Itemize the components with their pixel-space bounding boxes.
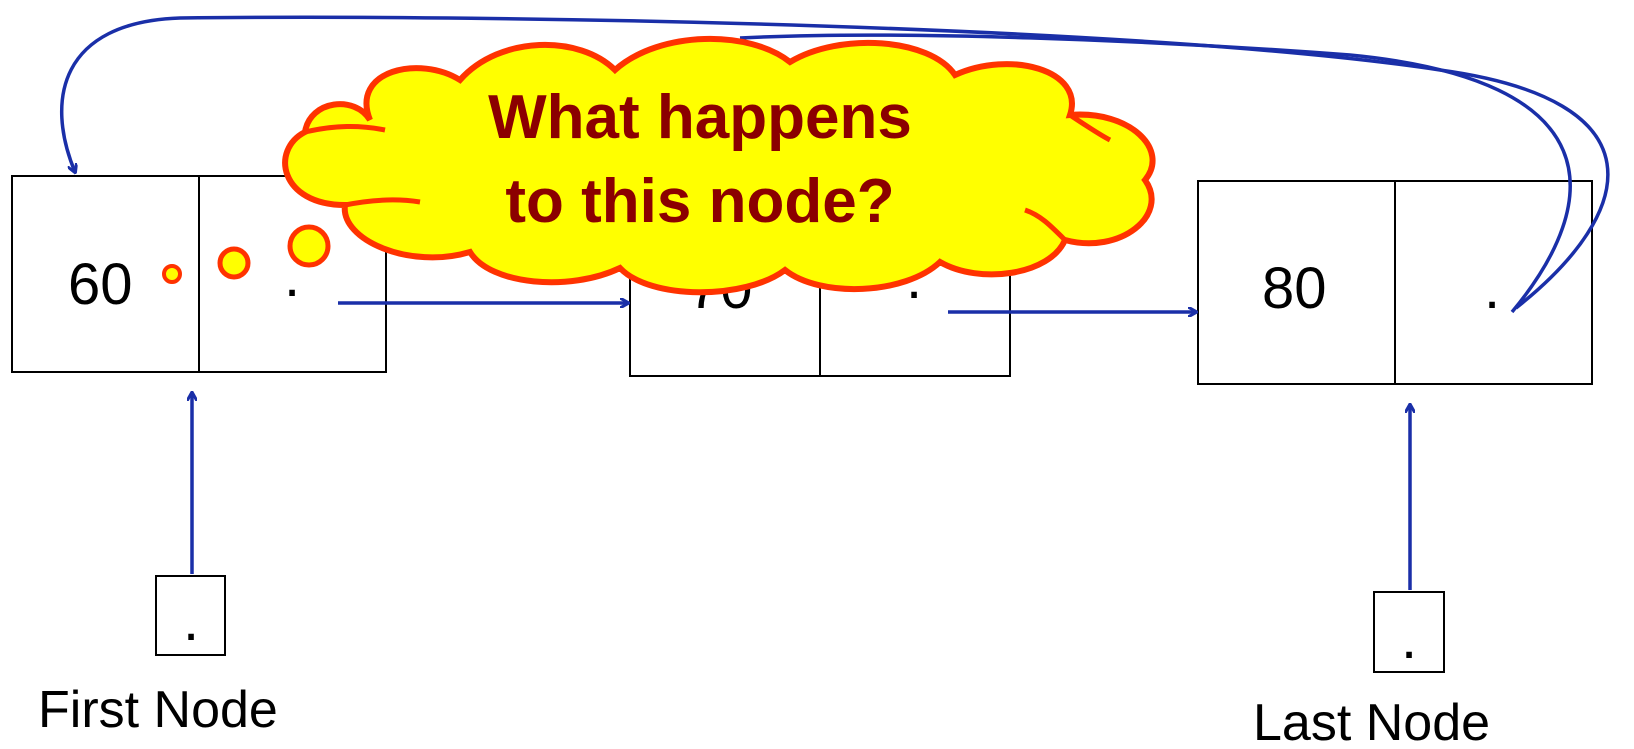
last-node-label: Last Node: [1253, 694, 1490, 749]
thought-bubble-dots: [162, 224, 331, 284]
thought-dot-large: [287, 224, 331, 268]
first-pointer: . First Node: [38, 575, 278, 739]
thought-bubble-crease-2: [344, 197, 421, 208]
last-pointer-box: [1373, 591, 1445, 673]
first-pointer-box: [155, 575, 226, 656]
first-pointer-value: .: [183, 588, 199, 653]
node-1-value: 60: [68, 252, 133, 317]
thought-bubble: What happens to this node?: [282, 35, 1156, 296]
node-3-pointer-cell: [1394, 180, 1593, 385]
first-node-label: First Node: [38, 681, 278, 739]
node-3-pointer: .: [1484, 256, 1500, 321]
thought-bubble-crease-1: [304, 124, 386, 135]
thought-bubble-crease-3: [1068, 112, 1112, 143]
callout-line-2: to this node?: [505, 167, 894, 236]
arrows: [59, 15, 1610, 590]
node-3-value: 80: [1262, 256, 1327, 321]
last-pointer-value: .: [1401, 606, 1417, 671]
arrow-node3-to-node1-outer: [59, 15, 1610, 310]
arrow-node3-to-node2-inner: [739, 33, 1572, 314]
thought-dot-medium: [217, 246, 251, 280]
thought-bubble-cloud: [282, 35, 1156, 296]
callout-line-1: What happens: [488, 83, 912, 152]
last-pointer: . Last Node: [1253, 591, 1490, 749]
node-3: 80 .: [1197, 180, 1593, 385]
thought-bubble-crease-4: [1024, 207, 1067, 242]
thought-dot-small: [162, 264, 182, 284]
node-3-value-cell: [1197, 180, 1396, 385]
